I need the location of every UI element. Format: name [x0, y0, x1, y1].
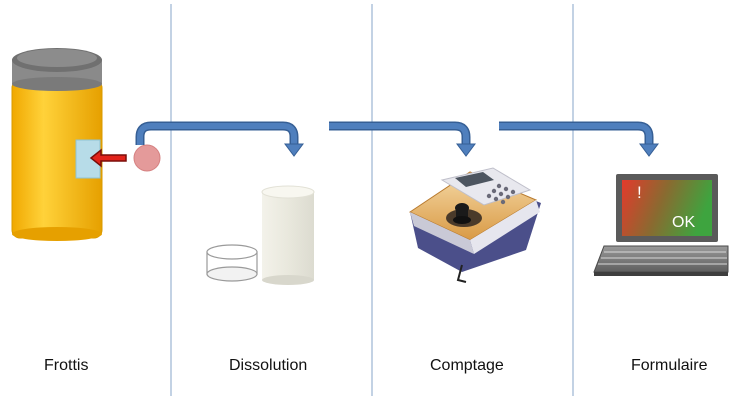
- screen-alert-text: !: [637, 183, 642, 202]
- step-label-formulaire: Formulaire: [631, 357, 708, 374]
- step-label-dissolution: Dissolution: [229, 357, 308, 374]
- screen-ok-text: OK: [672, 214, 696, 231]
- step-label-comptage: Comptage: [430, 357, 504, 374]
- counter-device-icon: [408, 167, 541, 283]
- laptop-icon: [593, 174, 729, 276]
- flow-arrow: [499, 121, 659, 157]
- flow-arrow: [329, 121, 476, 157]
- flow-arrow: [135, 121, 304, 157]
- sample-tube-icon: [11, 48, 103, 241]
- pointer-arrow-icon: [89, 148, 127, 168]
- step-label-frottis: Frottis: [44, 357, 89, 374]
- dish-icon: [206, 244, 258, 282]
- swab-icon: [133, 144, 161, 172]
- beaker-icon: [261, 185, 315, 285]
